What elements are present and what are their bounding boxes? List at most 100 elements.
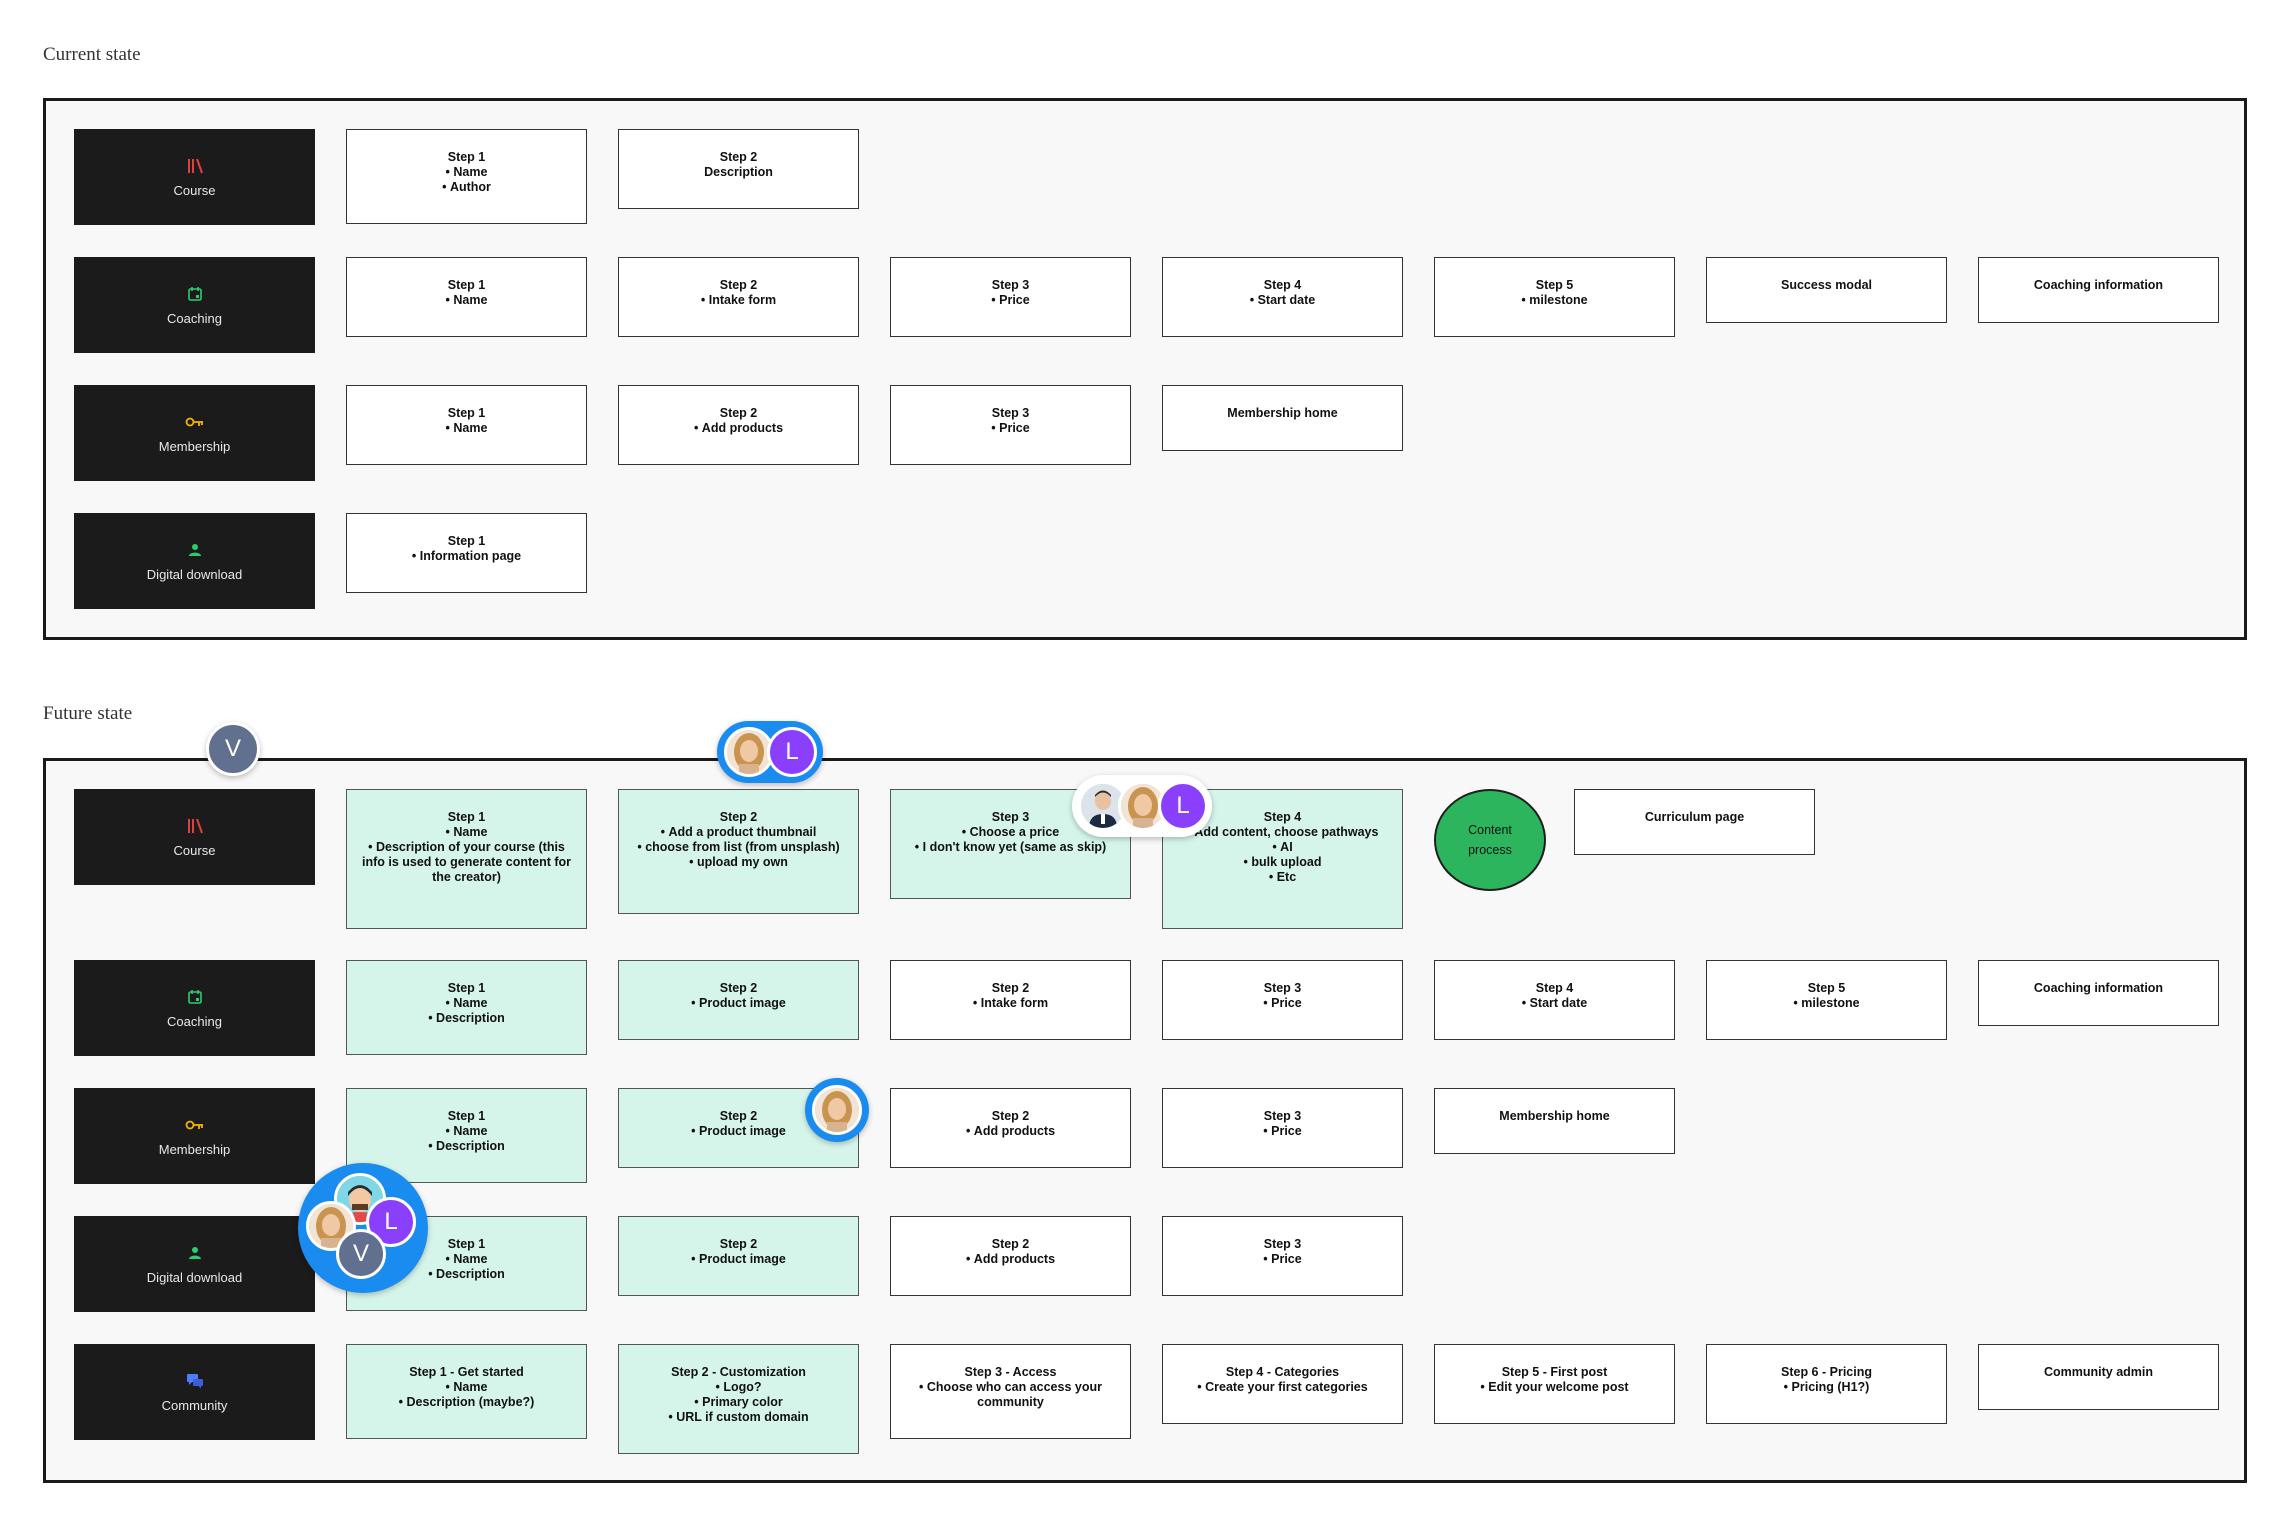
step-item: Add content, choose pathways: [1175, 825, 1390, 840]
step-card[interactable]: Step 1 NameAuthor: [346, 129, 587, 224]
step-card[interactable]: Step 4 Start date: [1434, 960, 1675, 1040]
step-card[interactable]: Step 5 - First post Edit your welcome po…: [1434, 1344, 1675, 1424]
step-card[interactable]: Step 2 Add a product thumbnailchoose fro…: [618, 789, 859, 914]
key-icon: [185, 1115, 205, 1135]
step-card[interactable]: Step 6 - Pricing Pricing (H1?): [1706, 1344, 1947, 1424]
step-card[interactable]: Step 3 Price: [890, 385, 1131, 465]
step-card[interactable]: Step 2 Product image: [618, 1216, 859, 1296]
lane-coaching[interactable]: Coaching: [74, 960, 315, 1056]
lane-course[interactable]: Course: [74, 129, 315, 225]
step-card[interactable]: Step 4 Start date: [1162, 257, 1403, 337]
success-modal-card[interactable]: Success modal: [1706, 257, 1947, 323]
collaborator-pill[interactable]: L: [1072, 775, 1212, 837]
step-card[interactable]: Step 1 Name: [346, 257, 587, 337]
step-item: bulk upload: [1175, 855, 1390, 870]
step-item: milestone: [1719, 996, 1934, 1011]
coaching-information-card[interactable]: Coaching information: [1978, 257, 2219, 323]
step-card[interactable]: Step 1 Information page: [346, 513, 587, 593]
collaborator-avatar-v[interactable]: V: [206, 722, 260, 776]
step-item: I don't know yet (same as skip): [903, 840, 1118, 855]
step-card[interactable]: Step 1 - Get started NameDescription (ma…: [346, 1344, 587, 1439]
step-title: Membership home: [1227, 406, 1338, 420]
person-icon: [188, 540, 202, 560]
step-card[interactable]: Step 1 NameDescription: [346, 960, 587, 1055]
step-title: Step 2: [719, 278, 758, 292]
content-process-node[interactable]: Content process: [1434, 789, 1546, 891]
step-card[interactable]: Step 2 Add products: [890, 1088, 1131, 1168]
lane-digital-download[interactable]: Digital download: [74, 1216, 315, 1312]
step-title: Step 5: [1535, 278, 1574, 292]
lane-membership[interactable]: Membership: [74, 385, 315, 481]
step-card[interactable]: Step 2 Description: [618, 129, 859, 209]
step-item: choose from list (from unsplash): [631, 840, 846, 855]
curriculum-page-card[interactable]: Curriculum page: [1574, 789, 1815, 855]
step-title: Step 3: [1263, 1109, 1302, 1123]
step-title: Curriculum page: [1644, 810, 1745, 824]
step-card[interactable]: Step 3 Price: [1162, 1088, 1403, 1168]
lane-label: Community: [161, 1398, 228, 1413]
step-item: Start date: [1447, 996, 1662, 1011]
collaborator-pill[interactable]: L: [717, 721, 823, 783]
step-card[interactable]: Step 1 Name: [346, 385, 587, 465]
membership-home-card[interactable]: Membership home: [1434, 1088, 1675, 1154]
step-item: URL if custom domain: [631, 1410, 846, 1425]
step-title: Step 3: [1263, 981, 1302, 995]
step-card[interactable]: Step 3 - Access Choose who can access yo…: [890, 1344, 1131, 1439]
avatar-initial: L: [1176, 792, 1190, 819]
step-item: Choose who can access your community: [903, 1380, 1118, 1410]
step-item: Information page: [359, 549, 574, 564]
collaborator-avatar-v: V: [336, 1229, 386, 1279]
step-title: Step 2: [719, 406, 758, 420]
step-title: Coaching information: [2033, 981, 2164, 995]
step-card[interactable]: Step 3 Price: [1162, 960, 1403, 1040]
step-card[interactable]: Step 3 Price: [890, 257, 1131, 337]
lane-membership[interactable]: Membership: [74, 1088, 315, 1184]
membership-home-card[interactable]: Membership home: [1162, 385, 1403, 451]
lane-coaching[interactable]: Coaching: [74, 257, 315, 353]
step-title: Step 2: [719, 810, 758, 824]
lane-community[interactable]: Community: [74, 1344, 315, 1440]
step-card[interactable]: Step 2 - Customization Logo?Primary colo…: [618, 1344, 859, 1454]
step-title: Step 1: [447, 278, 486, 292]
step-title: Success modal: [1780, 278, 1872, 292]
step-title: Step 3: [991, 810, 1030, 824]
step-item: Name: [359, 293, 574, 308]
step-item: Start date: [1175, 293, 1390, 308]
step-title: Step 1: [447, 1109, 486, 1123]
step-item: Edit your welcome post: [1447, 1380, 1662, 1395]
step-title: Step 1: [447, 534, 486, 548]
step-item: Author: [359, 180, 574, 195]
step-card[interactable]: Step 3 Price: [1162, 1216, 1403, 1296]
step-card[interactable]: Step 2 Add products: [890, 1216, 1131, 1296]
step-card[interactable]: Step 5 milestone: [1706, 960, 1947, 1040]
community-admin-card[interactable]: Community admin: [1978, 1344, 2219, 1410]
step-item: Name: [359, 1252, 574, 1267]
step-card[interactable]: Step 2 Intake form: [618, 257, 859, 337]
step-item: Name: [359, 996, 574, 1011]
lane-course[interactable]: Course: [74, 789, 315, 885]
lane-digital-download[interactable]: Digital download: [74, 513, 315, 609]
step-title: Community admin: [2043, 1365, 2154, 1379]
step-title: Step 1: [447, 406, 486, 420]
step-title: Step 3: [991, 406, 1030, 420]
step-title: Step 3 - Access: [964, 1365, 1057, 1379]
collaborator-cluster[interactable]: L V: [298, 1163, 428, 1293]
step-item: Create your first categories: [1175, 1380, 1390, 1395]
step-title: Step 2: [991, 1109, 1030, 1123]
step-card[interactable]: Step 5 milestone: [1434, 257, 1675, 337]
step-subtitle: Description: [704, 165, 773, 179]
step-title: Step 2: [719, 150, 758, 164]
step-card[interactable]: Step 2 Intake form: [890, 960, 1131, 1040]
step-card[interactable]: Step 2 Add products: [618, 385, 859, 465]
step-card[interactable]: Step 1 NameDescription of your course (t…: [346, 789, 587, 929]
step-item: milestone: [1447, 293, 1662, 308]
step-item: Name: [359, 1124, 574, 1139]
step-card[interactable]: Step 4 - Categories Create your first ca…: [1162, 1344, 1403, 1424]
lane-label: Course: [173, 843, 216, 858]
collaborator-pill[interactable]: [805, 1078, 869, 1142]
library-icon: [186, 156, 204, 176]
step-card[interactable]: Step 2 Product image: [618, 960, 859, 1040]
step-title: Step 2: [719, 1237, 758, 1251]
step-item: upload my own: [631, 855, 846, 870]
coaching-information-card[interactable]: Coaching information: [1978, 960, 2219, 1026]
